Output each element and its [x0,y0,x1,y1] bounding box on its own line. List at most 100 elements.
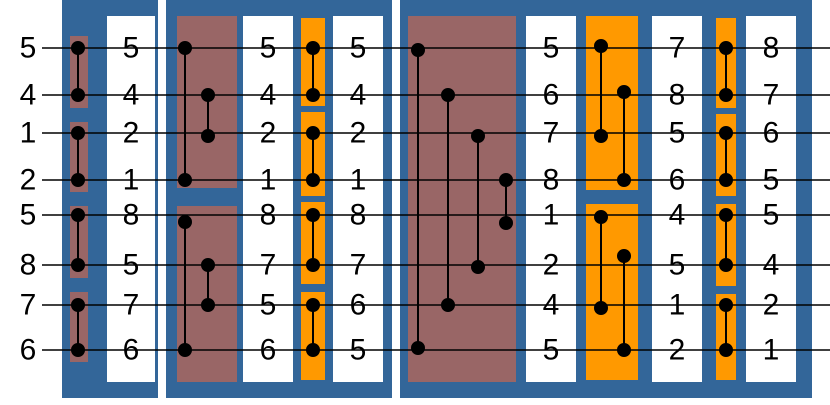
column-value: 6 [763,117,780,150]
value-column-6: 8 7 6 5 5 4 2 1 [763,32,780,367]
comparator [594,39,608,143]
number-column-bg [652,16,702,382]
column-value: 7 [350,249,367,282]
column-value: 5 [123,32,140,65]
column-value: 2 [123,117,140,150]
comparator [441,88,455,312]
comparator [306,126,320,187]
input-value: 8 [20,249,37,282]
column-value: 2 [763,289,780,322]
column-value: 7 [123,289,140,322]
column-value: 4 [350,79,367,112]
input-value: 4 [20,79,37,112]
comparator [306,298,320,357]
column-value: 1 [543,199,560,232]
column-value: 5 [543,334,560,367]
column-value: 1 [669,289,686,322]
comparator [719,208,733,272]
input-value: 1 [20,117,37,150]
column-value: 8 [763,32,780,65]
column-value: 6 [260,334,277,367]
column-value: 7 [260,249,277,282]
compare-block [586,16,638,190]
column-value: 8 [260,199,277,232]
number-column-backgrounds [107,16,796,382]
input-value: 5 [20,32,37,65]
number-column-bg [746,16,796,382]
comparator [71,41,85,102]
column-value: 5 [260,32,277,65]
column-value: 7 [763,79,780,112]
number-column-bg [333,16,383,382]
column-value: 5 [260,289,277,322]
value-column-2: 5 4 2 1 8 7 5 6 [260,32,277,367]
comparator [617,85,631,187]
column-value: 6 [543,79,560,112]
comparator [306,208,320,272]
input-value: 5 [20,199,37,232]
input-value: 2 [20,164,37,197]
comparator [71,126,85,187]
comparator [471,129,485,274]
comparator [178,41,192,187]
column-value: 5 [669,117,686,150]
compare-block [408,16,516,382]
comparator [201,88,215,143]
column-value: 2 [543,249,560,282]
comparators [71,39,733,357]
comparator [178,215,192,357]
value-column-5: 7 8 5 6 4 5 1 2 [669,32,686,367]
comparator [71,298,85,357]
column-value: 1 [260,164,277,197]
wires [42,47,830,351]
column-value: 5 [543,32,560,65]
value-columns: 5 4 2 1 8 5 7 6 5 4 2 1 8 7 5 6 5 4 2 1 … [123,32,780,367]
input-column: 5 4 1 2 5 8 7 6 [0,30,40,370]
column-value: 8 [543,164,560,197]
comparator [719,41,733,102]
compare-block [586,204,638,380]
comparator [719,126,733,187]
number-column-bg [107,16,155,382]
column-value: 8 [669,79,686,112]
column-value: 5 [350,334,367,367]
comparator [306,41,320,102]
column-value: 8 [123,199,140,232]
value-column-1: 5 4 2 1 8 5 7 6 [123,32,140,367]
column-value: 8 [350,199,367,232]
column-value: 4 [123,79,140,112]
column-value: 4 [763,249,780,282]
column-value: 5 [123,249,140,282]
input-value: 6 [20,334,37,367]
column-value: 5 [669,249,686,282]
column-value: 1 [123,164,140,197]
value-column-3: 5 4 2 1 8 7 6 5 [350,32,367,367]
column-value: 2 [350,117,367,150]
comparator [499,173,513,230]
column-value: 5 [350,32,367,65]
column-value: 5 [763,199,780,232]
number-column-bg [526,16,576,382]
comparator [719,298,733,357]
column-value: 7 [543,117,560,150]
column-value: 2 [669,334,686,367]
input-column-bg [0,30,40,370]
column-value: 4 [543,289,560,322]
column-value: 5 [763,164,780,197]
number-column-bg [243,16,293,382]
comparator [71,208,85,272]
value-column-4: 5 6 7 8 1 2 4 5 [543,32,560,367]
input-value: 7 [20,289,37,322]
column-value: 6 [123,334,140,367]
column-value: 6 [669,164,686,197]
column-value: 4 [260,79,277,112]
column-value: 7 [669,32,686,65]
column-value: 4 [669,199,686,232]
column-value: 2 [260,117,277,150]
comparator [201,258,215,312]
column-value: 1 [763,334,780,367]
column-value: 1 [350,164,367,197]
column-value: 6 [350,289,367,322]
comparator [411,43,425,355]
